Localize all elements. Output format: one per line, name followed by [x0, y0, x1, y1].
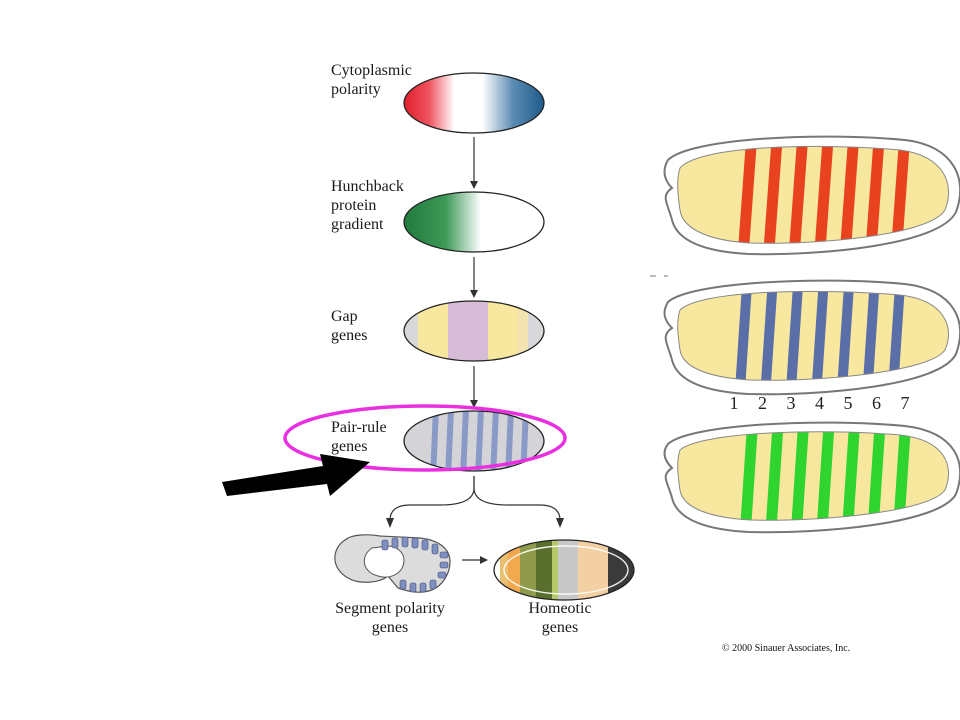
pair-rule-band [475, 411, 484, 471]
stripe-number: 6 [872, 393, 881, 413]
cascade-arrow [470, 366, 478, 408]
pair-rule-highlight [283, 404, 567, 472]
blue-stripe [760, 291, 778, 381]
green-stripe-embryo [663, 421, 960, 534]
pair-rule-band [490, 411, 499, 471]
segment-band [409, 582, 417, 593]
blue-stripe [786, 291, 803, 381]
segment-band [431, 543, 439, 555]
red-stripe [865, 146, 885, 244]
pair-rule-embryo [403, 410, 545, 472]
small-arrow [462, 556, 488, 564]
green-stripe [791, 431, 809, 521]
red-stripe [814, 146, 834, 244]
green-stripe [842, 431, 860, 521]
pair-rule-band [460, 411, 469, 471]
label-pair-rule-genes: Pair-rule genes [331, 419, 387, 455]
blue-stripe [862, 291, 880, 381]
segment-band [391, 537, 399, 549]
cascade-arrow [470, 257, 478, 298]
green-stripe [893, 431, 911, 521]
red-stripe [891, 146, 910, 244]
green-stripe [867, 431, 886, 521]
blue-stripe [837, 291, 854, 381]
label-hunchback-protein-gradient: Hunchback protein gradient [331, 178, 404, 233]
segment-band [437, 571, 447, 579]
red-stripe [840, 146, 859, 244]
segment-band [421, 539, 429, 551]
gap-genes-embryo [403, 300, 545, 362]
blue-stripe [811, 291, 829, 381]
segment-band [381, 539, 389, 551]
polarity-embryo [403, 72, 545, 134]
label-homeotic-genes: Homeotic genes [528, 600, 592, 636]
branch-arrows [389, 476, 561, 521]
segment-polarity-embryo [334, 534, 451, 593]
stripe-number: 3 [787, 393, 796, 413]
segment-band [411, 537, 419, 549]
homeotic-embryo [493, 539, 635, 601]
pointer-arrow [222, 454, 370, 496]
stripe-number: 7 [901, 393, 910, 413]
red-stripe [789, 146, 808, 244]
pair-rule-band [505, 411, 514, 471]
green-stripe [816, 431, 835, 521]
hunchback-embryo [403, 191, 545, 253]
blue-stripe-embryo [663, 279, 960, 396]
red-stripe [763, 146, 783, 244]
label-gap-genes: Gap genes [331, 308, 368, 344]
stripe-number: 4 [815, 393, 824, 413]
segment-band [401, 536, 409, 548]
stripe-number: 5 [844, 393, 853, 413]
segment-band [439, 561, 449, 569]
red-stripe [738, 146, 757, 244]
green-stripe [740, 431, 758, 521]
segment-band [399, 579, 407, 590]
blue-stripe [735, 291, 752, 381]
segment-band [429, 579, 437, 590]
copyright-notice: © 2000 Sinauer Associates, Inc. [722, 643, 851, 654]
cascade-arrow [470, 137, 478, 189]
stripe-number: 2 [758, 393, 767, 413]
stripe-number: 1 [730, 393, 739, 413]
pair-rule-band [430, 411, 439, 471]
blue-stripe [888, 291, 905, 381]
segment-band [439, 551, 449, 559]
segment-band [419, 582, 427, 593]
green-stripe [765, 431, 784, 521]
label-segment-polarity-genes: Segment polarity genes [335, 600, 445, 636]
label-cytoplasmic-polarity: Cytoplasmic polarity [331, 62, 412, 98]
pair-rule-band [445, 411, 454, 471]
red-stripe-embryo [663, 135, 960, 256]
